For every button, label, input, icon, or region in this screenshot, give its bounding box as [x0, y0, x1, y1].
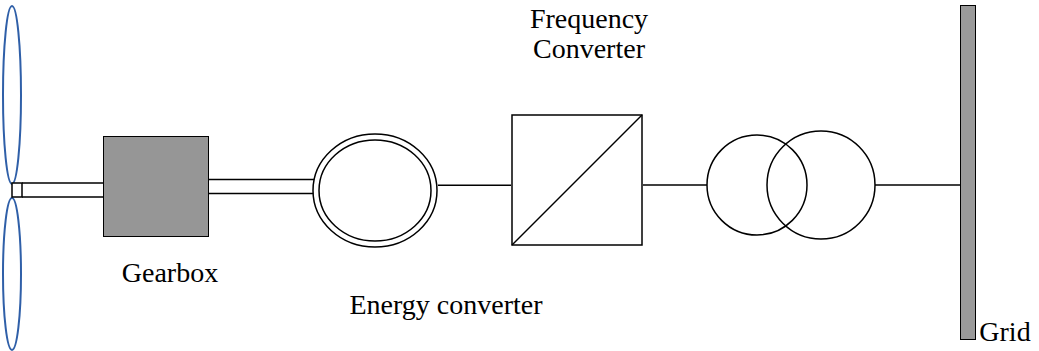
node-label: Gearbox [100, 258, 240, 288]
node-label: Grid [973, 317, 1037, 347]
rotor-blade [3, 6, 21, 184]
main-shaft [22, 183, 103, 197]
transformer-winding [707, 135, 807, 235]
grid-bar [960, 5, 976, 340]
generator-outline [312, 133, 438, 248]
converter-shape [511, 114, 643, 246]
node-label: Frequency Converter [504, 4, 674, 64]
wire [875, 184, 960, 186]
grid-block: Grid [960, 5, 1037, 351]
node-label: Energy converter [300, 290, 592, 320]
converter-block: Frequency Converter [504, 4, 674, 248]
rotor-blade [3, 198, 21, 350]
wire-connector [438, 185, 511, 187]
transformer-winding [767, 131, 875, 239]
gearbox-block: Gearbox [100, 136, 240, 296]
rotor-hub [12, 183, 22, 197]
gearbox-shape [103, 136, 209, 237]
shaft-connector [209, 180, 318, 194]
converter-outline [511, 114, 643, 246]
wire [643, 184, 707, 186]
generator-shape [312, 133, 438, 248]
